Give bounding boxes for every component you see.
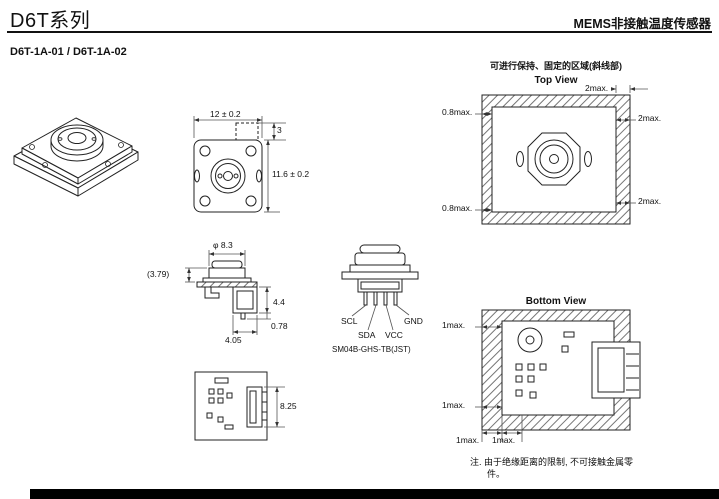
top-view: 可进行保持、固定的区域(斜线部) Top View bbox=[440, 58, 710, 238]
side-view-drawing bbox=[185, 250, 271, 335]
isometric-view bbox=[8, 90, 143, 215]
bottom-view-drawing bbox=[475, 309, 641, 442]
page-title: D6T系列 bbox=[10, 10, 91, 32]
footer-bar bbox=[30, 489, 719, 499]
pin-label-gnd: GND bbox=[404, 316, 423, 326]
top-view-dim-right-bottom: 2max. bbox=[638, 196, 662, 206]
pcb-bottom-view-drawing bbox=[194, 371, 285, 441]
bottom-view-dim-left-top: 1max. bbox=[442, 320, 466, 330]
pin-view-drawing bbox=[341, 244, 419, 331]
side-view: φ 8.3 (3.79) 4.4 0.78 4.05 bbox=[145, 240, 310, 352]
bottom-view: Bottom View bbox=[440, 290, 710, 455]
pin-label-vcc: VCC bbox=[385, 330, 403, 340]
side-ref-height-dim: (3.79) bbox=[147, 269, 170, 279]
pin-view: SCL GND SDA VCC SM04B-GHS-TB(JST) bbox=[330, 240, 440, 362]
bottom-view-dim-left-bottom: 1max. bbox=[442, 400, 466, 410]
pcb-height-dim: 8.25 bbox=[280, 401, 297, 411]
side-connector-height-dim: 4.4 bbox=[273, 297, 285, 307]
side-connector-width-dim: 4.05 bbox=[225, 335, 242, 345]
pin-label-sda: SDA bbox=[358, 330, 376, 340]
top-view-heading: 可进行保持、固定的区域(斜线部) bbox=[490, 61, 622, 71]
connector-part-number: SM04B-GHS-TB(JST) bbox=[332, 345, 411, 354]
footnote: 注. 由于绝缘距离的限制, 不可接触金属零 件。 bbox=[470, 456, 695, 480]
page-subtitle: MEMS非接触温度传感器 bbox=[573, 17, 711, 31]
bottom-view-dim-bottom-left: 1max. bbox=[456, 435, 480, 445]
front-height-dim: 11.6 ± 0.2 bbox=[272, 169, 310, 179]
top-view-dim-left-bottom: 0.8max. bbox=[442, 203, 473, 213]
pcb-bottom-view: 8.25 bbox=[185, 365, 305, 457]
footnote-line2: 件。 bbox=[487, 469, 506, 480]
front-width-dim: 12 ± 0.2 bbox=[210, 109, 241, 119]
top-view-dim-right-top: 2max. bbox=[638, 113, 662, 123]
top-view-drawing bbox=[475, 85, 648, 225]
bottom-view-dim-bottom-right: 1max. bbox=[492, 435, 516, 445]
model-heading: D6T-1A-01 / D6T-1A-02 bbox=[10, 46, 127, 58]
side-diameter-dim: φ 8.3 bbox=[213, 240, 233, 250]
side-pin-dim: 0.78 bbox=[271, 321, 288, 331]
top-view-dim-top: 2max. bbox=[585, 83, 609, 93]
top-view-dim-left-top: 0.8max. bbox=[442, 107, 473, 117]
footnote-line1: 注. 由于绝缘距离的限制, 不可接触金属零 bbox=[470, 457, 634, 467]
isometric-view-drawing bbox=[13, 117, 139, 197]
header-rule bbox=[7, 31, 712, 33]
top-view-title: Top View bbox=[534, 75, 578, 86]
front-view-drawing bbox=[193, 116, 286, 213]
pin-label-scl: SCL bbox=[341, 316, 358, 326]
bottom-view-title: Bottom View bbox=[525, 296, 587, 307]
front-view: 12 ± 0.2 3 11.6 ± 0.2 bbox=[158, 109, 309, 242]
front-offset-dim: 3 bbox=[277, 125, 282, 135]
